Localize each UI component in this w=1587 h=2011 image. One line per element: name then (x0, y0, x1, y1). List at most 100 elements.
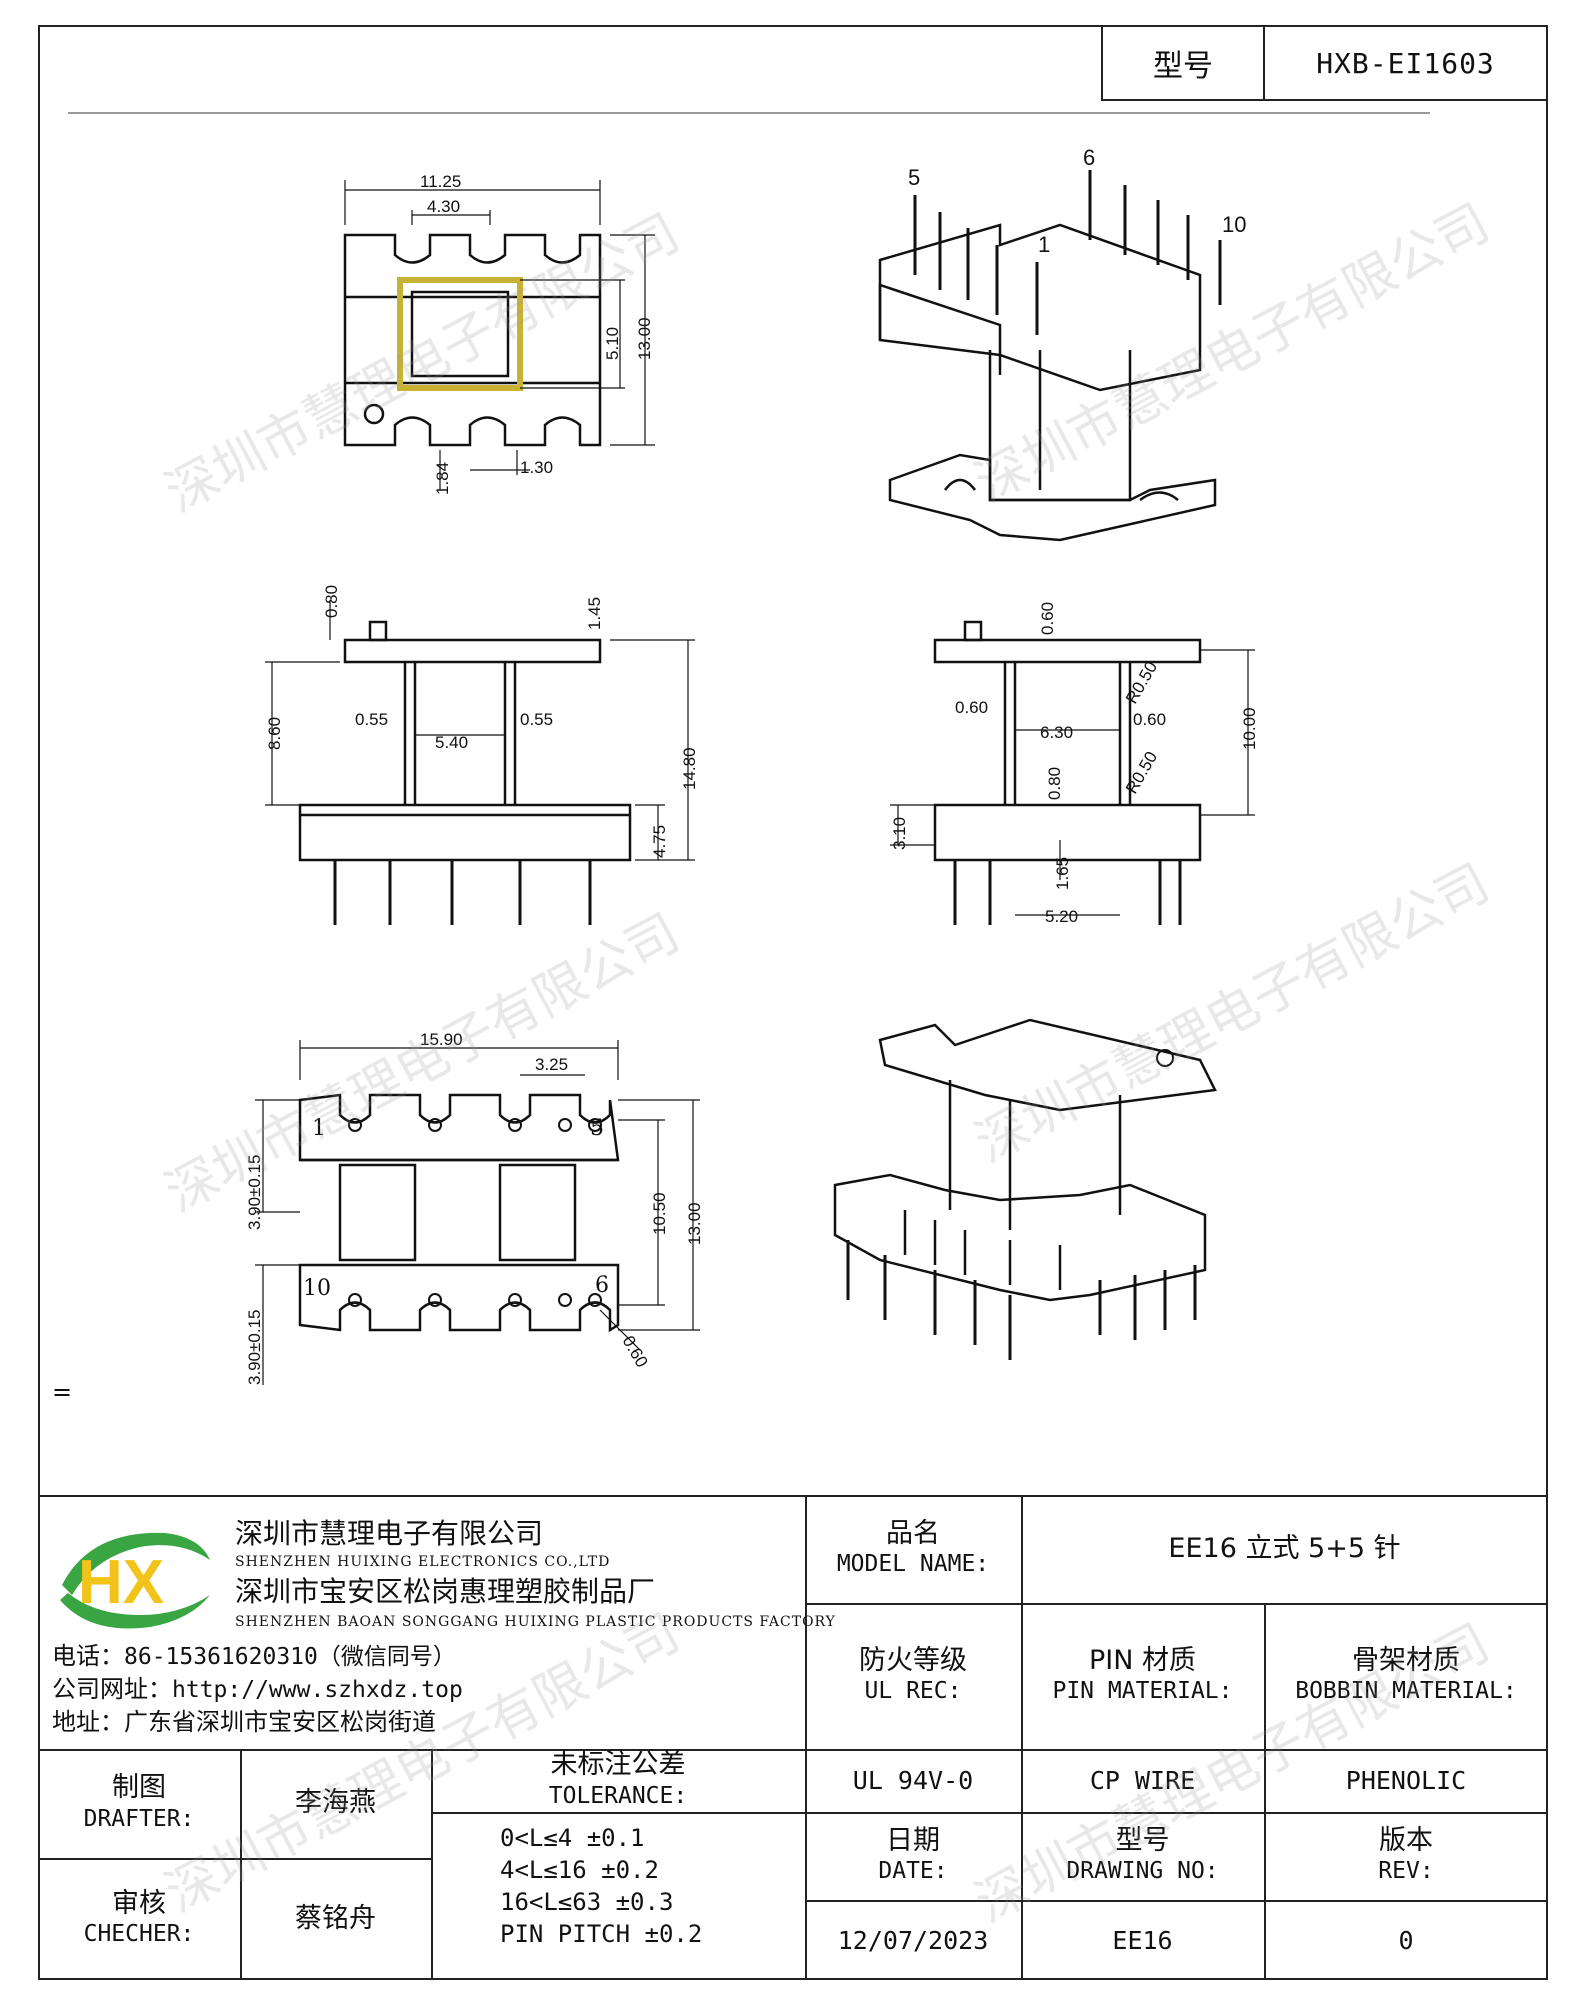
label-cn: 品名 (886, 1517, 940, 1549)
checker-name: 蔡铭舟 (240, 1858, 431, 1980)
dim-label: 3.90±0.15 (245, 1309, 264, 1385)
iso-view-top: 5 6 1 10 (878, 145, 1246, 542)
label-cn: 型号 (1115, 1824, 1170, 1856)
bobbin-material-label: 骨架材质 BOBBIN MATERIAL: (1264, 1603, 1548, 1749)
label-en: UL REC: (864, 1678, 962, 1705)
tb-rule (38, 1749, 1548, 1751)
dim-label: 0.80 (1045, 767, 1064, 800)
model-number-box: 型号 HXB-EI1603 (1101, 25, 1548, 101)
pin-label: 5 (590, 1116, 604, 1141)
pin-label: 1 (312, 1116, 326, 1141)
dim-label: 3.90±0.15 (245, 1154, 264, 1230)
label-en: DRAWING NO: (1066, 1858, 1219, 1885)
tb-rule (805, 1900, 1548, 1902)
pin-label: 6 (595, 1273, 609, 1298)
tb-rule (240, 1749, 242, 1980)
logo-swoosh-bottom (60, 1593, 210, 1629)
label-en: BOBBIN MATERIAL: (1295, 1678, 1517, 1705)
label-cn: 制图 (112, 1772, 166, 1804)
label-cn: 版本 (1379, 1824, 1433, 1856)
technical-drawing: 11.25 4.30 5.10 13.00 1.84 1.30 5 6 1 10 (245, 145, 1259, 1385)
iso-view-bottom (833, 1018, 1217, 1360)
label-cn: 骨架材质 (1352, 1644, 1460, 1676)
phone-line: 电话：86-15361620310（微信同号） (52, 1640, 463, 1673)
ul-rec-value: UL 94V-0 (805, 1749, 1021, 1812)
dim-label: 0.55 (355, 710, 388, 729)
website-url: http://www.szhxdz.top (172, 1677, 463, 1703)
tolerance-line: 0<L≤4 ±0.1 (500, 1824, 645, 1852)
dim-label: 10.00 (1240, 707, 1259, 750)
tolerance-table: 0<L≤4 ±0.1 4<L≤16 ±0.2 16<L≤63 ±0.3 PIN … (500, 1822, 702, 1950)
tolerance-line: PIN PITCH ±0.2 (500, 1920, 703, 1948)
dim-label: 5.10 (603, 327, 622, 360)
dim-label: 1.45 (585, 597, 604, 630)
dim-label: R0.50 (1122, 748, 1161, 797)
dim-label: 0.55 (520, 710, 553, 729)
drafter-name: 李海燕 (240, 1749, 431, 1858)
pin-label: 10 (303, 1276, 331, 1301)
drawing-no-label: 型号 DRAWING NO: (1021, 1812, 1264, 1900)
dim-label: 4.30 (427, 197, 460, 216)
dim-label: 0.60 (619, 1333, 652, 1371)
dim-label: 14.80 (680, 747, 699, 790)
value: PHENOLIC (1345, 1766, 1467, 1795)
dim-label: 0.60 (1133, 710, 1166, 729)
date-label: 日期 DATE: (805, 1812, 1021, 1900)
label-cn: 未标注公差 (550, 1749, 686, 1781)
dim-label: 10.50 (650, 1192, 669, 1235)
rev-label: 版本 REV: (1264, 1812, 1548, 1900)
pin-material-label: PIN 材质 PIN MATERIAL: (1021, 1603, 1264, 1749)
value: CP WIRE (1089, 1766, 1196, 1795)
dim-label: 5.20 (1045, 907, 1078, 926)
checker-label: 审核 CHECHER: (38, 1858, 240, 1980)
factory-name-en: SHENZHEN BAOAN SONGGANG HUIXING PLASTIC … (235, 1614, 836, 1630)
label-cn: 防火等级 (859, 1644, 967, 1676)
pin-label: 6 (1083, 145, 1095, 170)
dim-label: 0.80 (322, 585, 341, 618)
bobbin-material-value: PHENOLIC (1264, 1749, 1548, 1812)
value: UL 94V-0 (852, 1766, 974, 1795)
label-en: PIN MATERIAL: (1052, 1678, 1233, 1705)
value: EE16 (1112, 1925, 1173, 1955)
website-label: 公司网址： (52, 1675, 172, 1703)
dim-label: 8.60 (265, 717, 284, 750)
ul-rec-label: 防火等级 UL REC: (805, 1603, 1021, 1749)
top-rule (68, 112, 1430, 114)
dim-label: 1.30 (520, 458, 553, 477)
top-view: 11.25 4.30 5.10 13.00 1.84 1.30 (343, 172, 655, 495)
value: 李海燕 (295, 1787, 376, 1819)
label-cn: 审核 (112, 1887, 166, 1919)
dim-label: 13.00 (635, 317, 654, 360)
dim-label: 4.75 (650, 825, 669, 858)
tolerance-label: 未标注公差 TOLERANCE: (431, 1749, 805, 1812)
label-en: DRAFTER: (83, 1805, 195, 1832)
phone-number: 86-15361620310（微信同号） (124, 1644, 456, 1670)
tb-rule (805, 1812, 1548, 1814)
dim-label: 11.25 (420, 172, 461, 191)
dim-label: 3.25 (535, 1055, 568, 1074)
label-cn: 日期 (886, 1824, 940, 1856)
rev-value: 0 (1264, 1900, 1548, 1980)
dim-label: 5.40 (435, 733, 468, 752)
model-name-label: 品名 MODEL NAME: (805, 1495, 1021, 1603)
dim-label: 3.10 (890, 817, 909, 850)
tb-rule (805, 1495, 807, 1980)
logo-text: HX (78, 1548, 164, 1617)
label-en: REV: (1378, 1858, 1434, 1885)
address-line: 地址：广东省深圳市宝安区松岗街道 (52, 1708, 436, 1736)
pin-material-value: CP WIRE (1021, 1749, 1264, 1812)
date-value: 12/07/2023 (805, 1900, 1021, 1980)
value: 12/07/2023 (837, 1925, 989, 1955)
drafter-label: 制图 DRAFTER: (38, 1749, 240, 1858)
label-en: DATE: (878, 1858, 948, 1885)
tb-rule (805, 1603, 1548, 1605)
value: 蔡铭舟 (295, 1902, 376, 1934)
phone-label: 电话： (52, 1642, 124, 1670)
tb-rule (431, 1812, 805, 1814)
tolerance-line: 16<L≤63 ±0.3 (500, 1888, 674, 1916)
label-en: CHECHER: (83, 1921, 195, 1948)
company-name-cn: 深圳市慧理电子有限公司 (235, 1517, 544, 1550)
company-logo: HX (60, 1532, 210, 1629)
front-view: 0.80 1.45 0.55 5.40 0.55 8.60 14.80 4.75 (265, 585, 699, 925)
logo-swoosh-top (62, 1532, 210, 1595)
